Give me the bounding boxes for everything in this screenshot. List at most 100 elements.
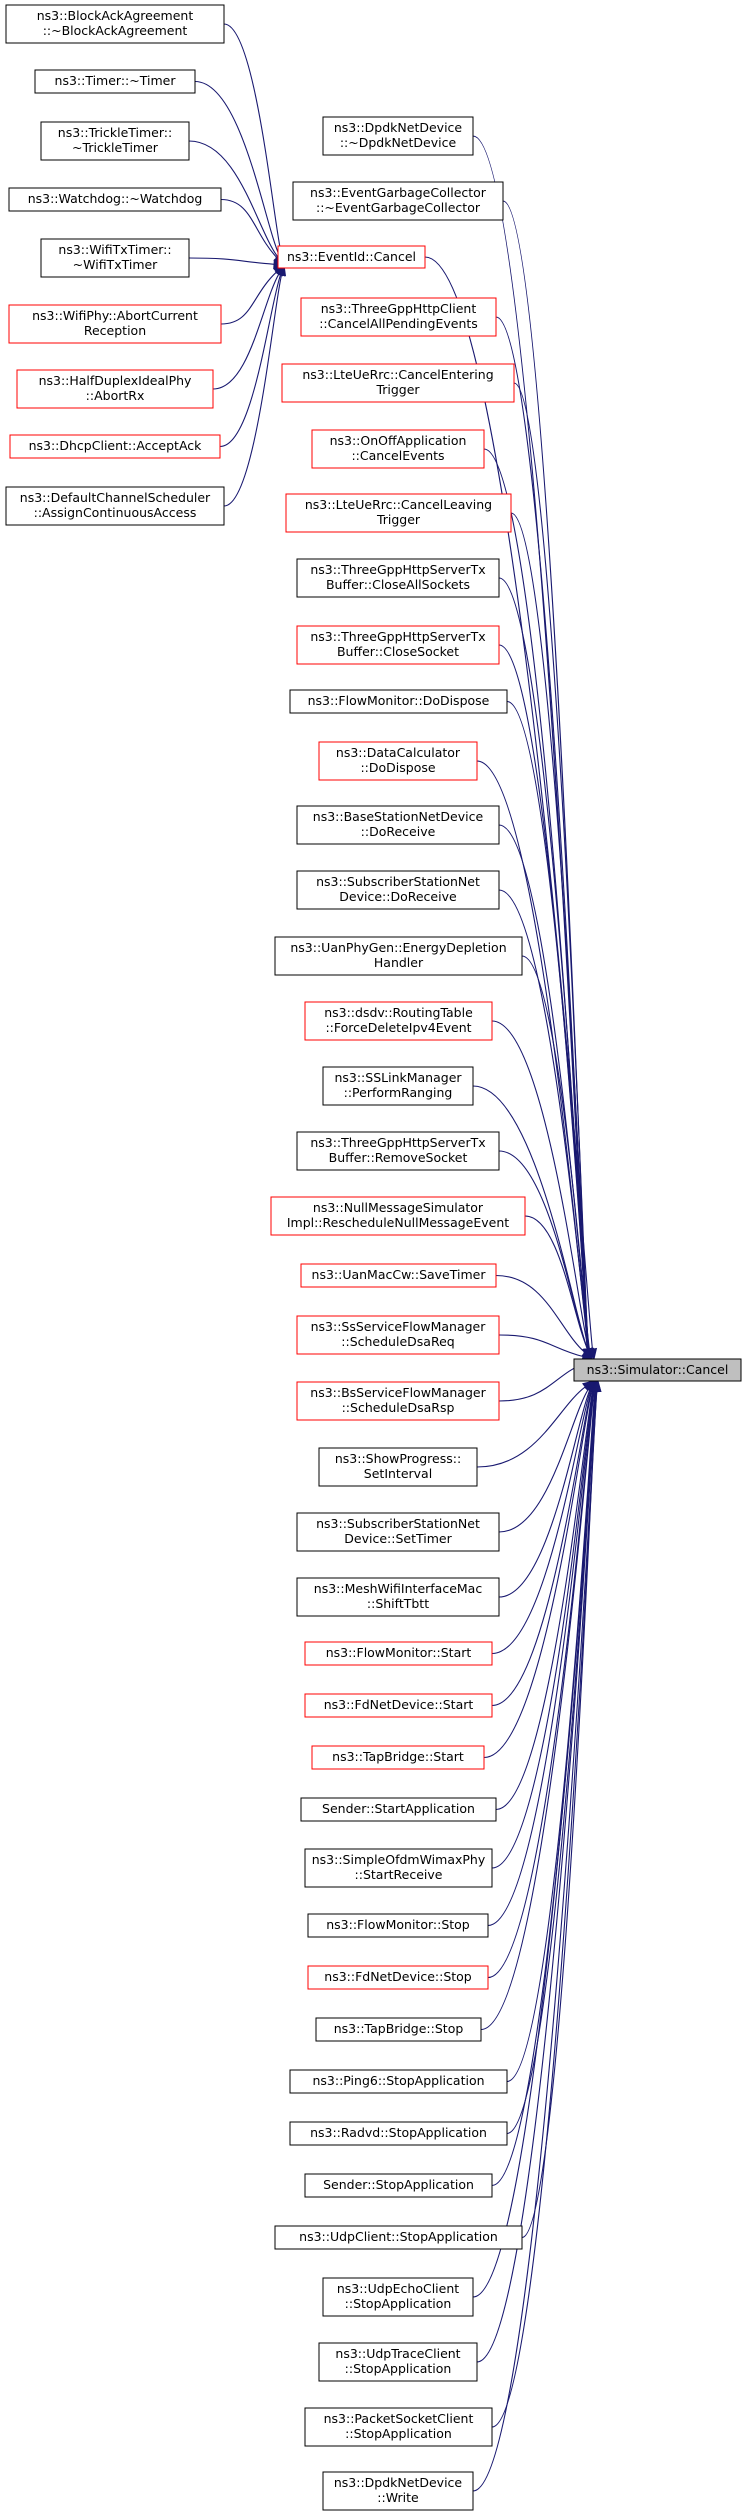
- node-label: ns3::FdNetDevice::Start: [324, 1697, 474, 1712]
- edge-line: [220, 198, 278, 259]
- caller-node-tapbridge-stop[interactable]: ns3::TapBridge::Stop: [315, 2017, 482, 2042]
- sub-caller-node-halfduplexidealphy-abortrx[interactable]: ns3::HalfDuplexIdealPhy::AbortRx: [16, 369, 214, 409]
- caller-node-sender-startapplication[interactable]: Sender::StartApplication: [300, 1797, 497, 1822]
- caller-node-subscriberstationnetdevice-settimer[interactable]: ns3::SubscriberStationNetDevice::SetTime…: [296, 1512, 500, 1552]
- caller-node-udpechoclient-stopapplication[interactable]: ns3::UdpEchoClient::StopApplication: [322, 2277, 474, 2317]
- nodes-layer: ns3::Simulator::Cancel ns3::EventId::Canc…: [5, 4, 742, 2511]
- node-box: [296, 1315, 500, 1355]
- node-box: [296, 1512, 500, 1552]
- caller-node-fdnetdevice-start[interactable]: ns3::FdNetDevice::Start: [304, 1693, 493, 1718]
- sub-caller-node-wifitxtimer-wifitxtimer[interactable]: ns3::WifiTxTimer::~WifiTxTimer: [40, 238, 190, 278]
- sub-caller-node-defaultchannelscheduler-assigncontinuousaccess[interactable]: ns3::DefaultChannelScheduler::AssignCont…: [5, 486, 225, 526]
- node-label: ns3::EventId::Cancel: [287, 249, 416, 264]
- edge-line: [502, 200, 589, 1350]
- sub-caller-node-watchdog-watchdog[interactable]: ns3::Watchdog::~Watchdog: [8, 187, 222, 212]
- edge-to-simulator-cancel: [491, 1379, 598, 1869]
- node-label: ns3::BsServiceFlowManager: [310, 1385, 486, 1400]
- node-box: [296, 1131, 500, 1171]
- node-label: SetInterval: [364, 1466, 432, 1481]
- caller-node-simpleofdmwimaxphy-startreceive[interactable]: ns3::SimpleOfdmWimaxPhy::StartReceive: [304, 1848, 493, 1888]
- caller-node-packetsocketclient-stopapplication[interactable]: ns3::PacketSocketClient::StopApplication: [304, 2407, 493, 2447]
- caller-node-onoffapplication-cancelevents[interactable]: ns3::OnOffApplication::CancelEvents: [311, 429, 485, 469]
- edge-line: [188, 140, 279, 258]
- node-label: ::StopApplication: [345, 2296, 452, 2311]
- caller-node-sender-stopapplication[interactable]: Sender::StopApplication: [304, 2173, 493, 2198]
- node-label: Buffer::RemoveSocket: [329, 1150, 468, 1165]
- edge-line: [483, 1390, 593, 1759]
- caller-node-threegpphttpservertxbuffer-closeallsockets[interactable]: ns3::ThreeGppHttpServerTxBuffer::CloseAl…: [296, 558, 500, 598]
- sub-caller-node-trickletimer-trickletimer[interactable]: ns3::TrickleTimer::~TrickleTimer: [40, 121, 190, 161]
- caller-node-showprogress-setinterval[interactable]: ns3::ShowProgress::SetInterval: [318, 1447, 478, 1487]
- node-box: [304, 1641, 493, 1666]
- node-box: [8, 187, 222, 212]
- node-box: [285, 493, 512, 533]
- sub-caller-node-blockackagreement-blockackagreement[interactable]: ns3::BlockAckAgreement::~BlockAckAgreeme…: [5, 4, 225, 44]
- sub-caller-node-dhcpclient-acceptack[interactable]: ns3::DhcpClient::AcceptAck: [9, 434, 221, 459]
- node-box: [300, 1263, 497, 1288]
- caller-node-eventgarbagecollector-eventgarbagecollector[interactable]: ns3::EventGarbageCollector::~EventGarbag…: [292, 181, 504, 221]
- caller-node-ping6-stopapplication[interactable]: ns3::Ping6::StopApplication: [289, 2069, 508, 2094]
- edge-line: [491, 1390, 594, 1869]
- caller-node-bsserviceflowmanager-scheduledsarsp[interactable]: ns3::BsServiceFlowManager::ScheduleDsaRs…: [296, 1381, 500, 1421]
- node-label: ns3::dsdv::RoutingTable: [324, 1005, 473, 1020]
- caller-node-dsdv-routingtable-forcedeleteipv4event[interactable]: ns3::dsdv::RoutingTable::ForceDeleteIpv4…: [304, 1001, 493, 1041]
- caller-node-radvd-stopapplication[interactable]: ns3::Radvd::StopApplication: [289, 2121, 508, 2146]
- caller-node-threegpphttpservertxbuffer-closesocket[interactable]: ns3::ThreeGppHttpServerTxBuffer::CloseSo…: [296, 625, 500, 665]
- node-label: ns3::UanPhyGen::EnergyDepletion: [290, 940, 506, 955]
- edge-to-eventid-cancel: [194, 80, 285, 267]
- node-box: [8, 304, 222, 344]
- caller-node-udpclient-stopapplication[interactable]: ns3::UdpClient::StopApplication: [274, 2225, 523, 2250]
- caller-node-ssserviceflowmanager-scheduledsareq[interactable]: ns3::SsServiceFlowManager::ScheduleDsaRe…: [296, 1315, 500, 1355]
- caller-node-meshwifiinterfacemac-shifttbtt[interactable]: ns3::MeshWifiInterfaceMac::ShiftTbtt: [296, 1577, 500, 1617]
- edge-line: [476, 1386, 586, 1468]
- node-label: ::AbortRx: [86, 388, 145, 403]
- node-box: [277, 245, 426, 269]
- node-box: [289, 2069, 508, 2094]
- node-label: ns3::ThreeGppHttpServerTx: [310, 1135, 485, 1150]
- sub-caller-node-timer-timer[interactable]: ns3::Timer::~Timer: [34, 69, 196, 94]
- node-label: ns3::SubscriberStationNet: [316, 874, 480, 889]
- caller-node-tapbridge-start[interactable]: ns3::TapBridge::Start: [311, 1745, 485, 1770]
- node-label: ns3::FlowMonitor::Stop: [326, 1917, 470, 1932]
- caller-node-threegpphttpclient-cancelallpendingevents[interactable]: ns3::ThreeGppHttpClient::CancelAllPendin…: [300, 297, 497, 337]
- node-label: ns3::TapBridge::Start: [332, 1749, 464, 1764]
- node-label: ::DoReceive: [361, 824, 436, 839]
- node-box: [5, 4, 225, 44]
- node-label: Reception: [84, 323, 146, 338]
- caller-node-udptraceclient-stopapplication[interactable]: ns3::UdpTraceClient::StopApplication: [318, 2342, 478, 2382]
- caller-node-fdnetdevice-stop[interactable]: ns3::FdNetDevice::Stop: [307, 1965, 489, 1990]
- node-box: [274, 936, 523, 976]
- caller-node-subscriberstationnetdevice-doreceive[interactable]: ns3::SubscriberStationNetDevice::DoRecei…: [296, 870, 500, 910]
- caller-node-flowmonitor-dodispose[interactable]: ns3::FlowMonitor::DoDispose: [289, 689, 508, 714]
- caller-node-uanmaccw-savetimer[interactable]: ns3::UanMacCw::SaveTimer: [300, 1263, 497, 1288]
- caller-node-datacalculator-dodispose[interactable]: ns3::DataCalculator::DoDispose: [318, 741, 478, 781]
- node-label: ~WifiTxTimer: [73, 257, 159, 272]
- node-label: ::Write: [377, 2490, 419, 2505]
- node-label: ns3::FlowMonitor::DoDispose: [308, 693, 490, 708]
- node-label: ns3::Timer::~Timer: [55, 73, 177, 88]
- node-box: [304, 1693, 493, 1718]
- caller-node-dpdknetdevice-write[interactable]: ns3::DpdkNetDevice::Write: [322, 2471, 474, 2511]
- caller-node-sslinkmanager-performranging[interactable]: ns3::SSLinkManager::PerformRanging: [322, 1066, 474, 1106]
- edge-line: [220, 271, 278, 325]
- caller-node-dpdknetdevice-dpdknetdevice[interactable]: ns3::DpdkNetDevice::~DpdkNetDevice: [322, 116, 474, 156]
- node-label: ns3::WifiTxTimer::: [58, 242, 171, 257]
- node-box: [296, 805, 500, 845]
- caller-node-flowmonitor-start[interactable]: ns3::FlowMonitor::Start: [304, 1641, 493, 1666]
- node-box: [296, 1381, 500, 1421]
- caller-node-flowmonitor-stop[interactable]: ns3::FlowMonitor::Stop: [307, 1913, 489, 1938]
- target-node-simulator-cancel[interactable]: ns3::Simulator::Cancel: [573, 1358, 742, 1382]
- node-eventid-cancel[interactable]: ns3::EventId::Cancel: [277, 245, 426, 269]
- caller-node-basestationnetdevice-doreceive[interactable]: ns3::BaseStationNetDevice::DoReceive: [296, 805, 500, 845]
- caller-node-threegpphttpservertxbuffer-removesocket[interactable]: ns3::ThreeGppHttpServerTxBuffer::RemoveS…: [296, 1131, 500, 1171]
- node-label: ::ShiftTbtt: [367, 1596, 429, 1611]
- edge-arrowhead: [587, 1347, 598, 1361]
- node-label: ns3::Ping6::StopApplication: [312, 2073, 484, 2088]
- node-box: [307, 1965, 489, 1990]
- node-box: [40, 238, 190, 278]
- caller-node-nullmessagesimulatorimpl-reschedulenullmessageevent[interactable]: ns3::NullMessageSimulatorImpl::Reschedul…: [270, 1196, 526, 1236]
